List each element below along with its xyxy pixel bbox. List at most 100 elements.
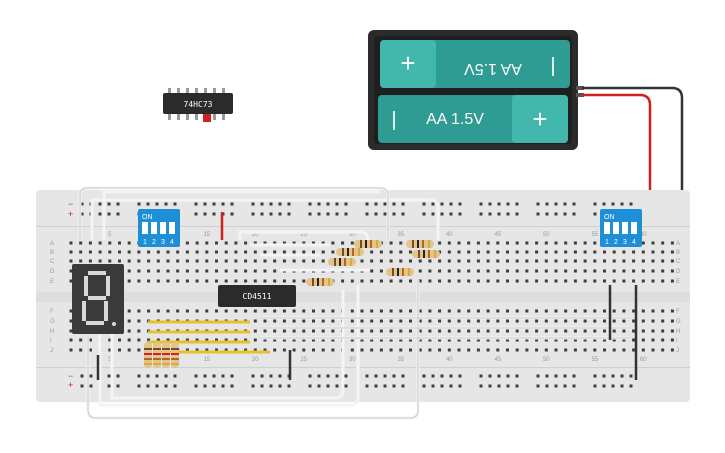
breadboard-hole[interactable] xyxy=(88,338,92,342)
breadboard-hole[interactable] xyxy=(326,212,330,216)
breadboard-hole[interactable] xyxy=(156,269,160,273)
breadboard-hole[interactable] xyxy=(458,212,462,216)
breadboard-hole[interactable] xyxy=(651,338,655,342)
breadboard-hole[interactable] xyxy=(166,338,170,342)
breadboard-hole[interactable] xyxy=(221,202,225,206)
breadboard-hole[interactable] xyxy=(611,384,615,388)
breadboard-hole[interactable] xyxy=(629,202,633,206)
breadboard-hole[interactable] xyxy=(418,329,422,333)
breadboard-hole[interactable] xyxy=(234,338,238,342)
breadboard-hole[interactable] xyxy=(535,250,539,254)
breadboard-hole[interactable] xyxy=(564,338,568,342)
breadboard-hole[interactable] xyxy=(185,241,189,245)
breadboard-hole[interactable] xyxy=(383,202,387,206)
breadboard-hole[interactable] xyxy=(447,348,451,352)
breadboard-hole[interactable] xyxy=(620,202,624,206)
breadboard-hole[interactable] xyxy=(622,250,626,254)
breadboard-hole[interactable] xyxy=(622,259,626,263)
breadboard-hole[interactable] xyxy=(554,250,558,254)
breadboard-hole[interactable] xyxy=(486,348,490,352)
breadboard-hole[interactable] xyxy=(341,241,345,245)
breadboard-hole[interactable] xyxy=(554,309,558,313)
breadboard-hole[interactable] xyxy=(79,338,83,342)
breadboard-hole[interactable] xyxy=(506,241,509,245)
breadboard-hole[interactable] xyxy=(583,279,587,283)
breadboard-hole[interactable] xyxy=(438,348,442,352)
breadboard-hole[interactable] xyxy=(496,279,500,283)
breadboard-hole[interactable] xyxy=(224,250,228,254)
breadboard-hole[interactable] xyxy=(497,212,501,216)
breadboard-hole[interactable] xyxy=(651,319,655,323)
breadboard-hole[interactable] xyxy=(321,348,325,352)
breadboard-hole[interactable] xyxy=(447,241,451,245)
breadboard-hole[interactable] xyxy=(282,319,286,323)
breadboard-hole[interactable] xyxy=(447,259,451,263)
breadboard-hole[interactable] xyxy=(166,269,170,273)
breadboard-hole[interactable] xyxy=(583,348,587,352)
breadboard-hole[interactable] xyxy=(312,241,315,245)
breadboard-hole[interactable] xyxy=(572,374,576,378)
breadboard-hole[interactable] xyxy=(670,319,674,323)
breadboard-hole[interactable] xyxy=(282,259,286,263)
breadboard-hole[interactable] xyxy=(185,338,189,342)
breadboard-hole[interactable] xyxy=(651,348,655,352)
breadboard-hole[interactable] xyxy=(583,309,587,313)
breadboard-hole[interactable] xyxy=(350,338,354,342)
breadboard-hole[interactable] xyxy=(365,212,369,216)
breadboard-hole[interactable] xyxy=(321,309,325,313)
breadboard-hole[interactable] xyxy=(583,241,587,245)
breadboard-hole[interactable] xyxy=(317,202,321,206)
breadboard-hole[interactable] xyxy=(401,212,405,216)
breadboard-hole[interactable] xyxy=(312,348,315,352)
breadboard-hole[interactable] xyxy=(525,319,529,323)
breadboard-hole[interactable] xyxy=(88,348,92,352)
breadboard-hole[interactable] xyxy=(321,241,325,245)
breadboard-hole[interactable] xyxy=(205,279,209,283)
breadboard-hole[interactable] xyxy=(506,319,509,323)
breadboard-hole[interactable] xyxy=(365,384,369,388)
breadboard-hole[interactable] xyxy=(370,259,374,263)
breadboard-hole[interactable] xyxy=(370,329,374,333)
breadboard-hole[interactable] xyxy=(127,319,131,323)
breadboard-hole[interactable] xyxy=(137,309,141,313)
breadboard-hole[interactable] xyxy=(554,212,558,216)
breadboard-hole[interactable] xyxy=(146,202,150,206)
breadboard-hole[interactable] xyxy=(292,348,296,352)
breadboard-hole[interactable] xyxy=(195,348,199,352)
breadboard-hole[interactable] xyxy=(253,250,257,254)
breadboard-hole[interactable] xyxy=(554,329,558,333)
chip-74hc73[interactable]: 74HC73 xyxy=(163,88,233,122)
breadboard-hole[interactable] xyxy=(370,279,374,283)
breadboard-hole[interactable] xyxy=(269,384,273,388)
breadboard-hole[interactable] xyxy=(147,269,151,273)
breadboard-hole[interactable] xyxy=(278,384,282,388)
breadboard-hole[interactable] xyxy=(331,241,335,245)
breadboard-hole[interactable] xyxy=(418,348,422,352)
breadboard-hole[interactable] xyxy=(612,250,616,254)
breadboard-hole[interactable] xyxy=(263,309,267,313)
breadboard-hole[interactable] xyxy=(496,319,500,323)
breadboard-hole[interactable] xyxy=(292,250,296,254)
breadboard-hole[interactable] xyxy=(80,384,84,388)
breadboard-hole[interactable] xyxy=(564,329,568,333)
breadboard-hole[interactable] xyxy=(344,212,348,216)
breadboard-hole[interactable] xyxy=(379,348,383,352)
breadboard-hole[interactable] xyxy=(467,241,471,245)
breadboard-hole[interactable] xyxy=(447,269,451,273)
breadboard-hole[interactable] xyxy=(399,309,403,313)
breadboard-hole[interactable] xyxy=(670,338,674,342)
breadboard-hole[interactable] xyxy=(622,309,626,313)
breadboard-hole[interactable] xyxy=(651,259,655,263)
breadboard-hole[interactable] xyxy=(612,319,616,323)
breadboard-hole[interactable] xyxy=(389,259,393,263)
breadboard-hole[interactable] xyxy=(308,384,312,388)
breadboard-hole[interactable] xyxy=(438,329,442,333)
breadboard-hole[interactable] xyxy=(321,250,325,254)
breadboard-hole[interactable] xyxy=(292,329,296,333)
breadboard-hole[interactable] xyxy=(515,329,519,333)
breadboard-hole[interactable] xyxy=(457,348,461,352)
breadboard-hole[interactable] xyxy=(392,212,396,216)
breadboard-hole[interactable] xyxy=(545,374,549,378)
breadboard-hole[interactable] xyxy=(629,384,633,388)
breadboard-hole[interactable] xyxy=(215,338,218,342)
